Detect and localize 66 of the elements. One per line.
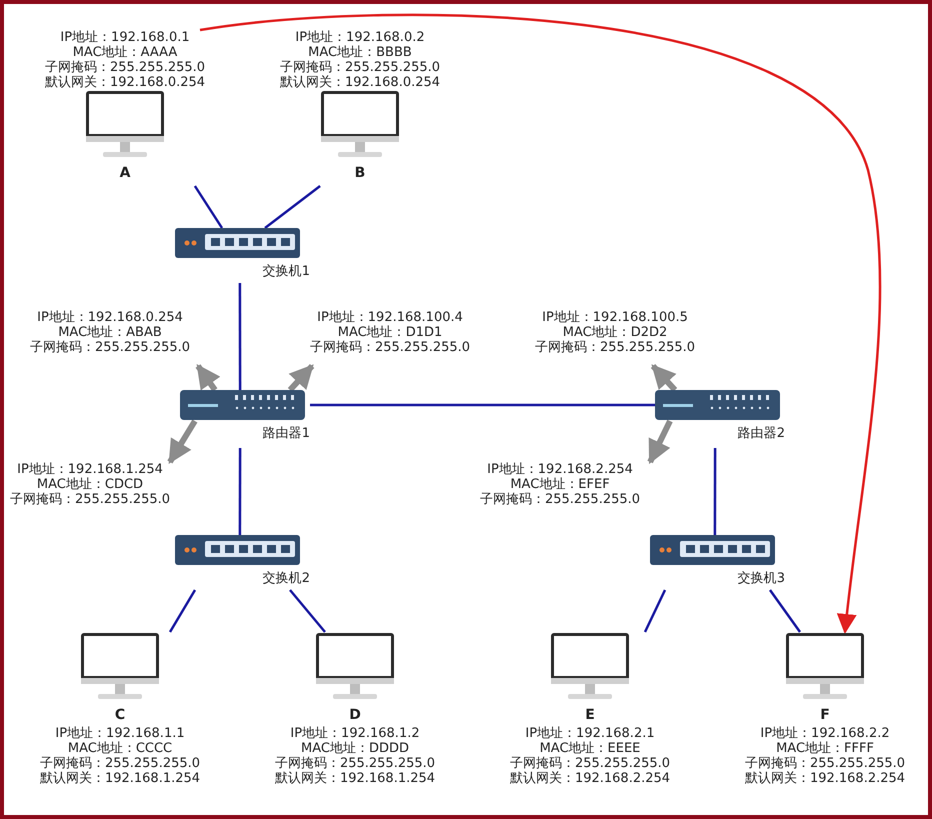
network-setting-text: 默认网关：192.168.2.254 — [744, 771, 906, 786]
network-setting-text: 子网掩码：255.255.255.0 — [480, 492, 640, 507]
network-setting-text: 默认网关：192.168.0.254 — [280, 75, 440, 90]
network-setting-text: IP地址：192.168.0.1 — [60, 30, 190, 45]
connection-line — [768, 589, 802, 633]
connection-line — [194, 185, 224, 229]
network-setting-text: IP地址：192.168.2.254 — [487, 462, 633, 477]
connection-line — [644, 589, 666, 633]
device-label: 交换机1 — [262, 264, 310, 279]
network-setting-text: MAC地址：D1D1 — [338, 325, 442, 340]
network-setting-text: 子网掩码：255.255.255.0 — [310, 340, 470, 355]
arrow — [288, 364, 314, 392]
device-label: 路由器1 — [262, 426, 310, 441]
connection-line — [264, 185, 321, 229]
connection-line — [714, 448, 716, 535]
network-setting-text: 默认网关：192.168.0.254 — [44, 75, 206, 90]
network-setting-text: 默认网关：192.168.1.254 — [40, 771, 200, 786]
device-label: 交换机2 — [262, 571, 310, 586]
network-setting-text: IP地址：192.168.1.254 — [17, 462, 163, 477]
network-setting-text: IP地址：192.168.2.2 — [760, 726, 890, 741]
network-setting-text: IP地址：192.168.1.2 — [290, 726, 420, 741]
network-setting-text: 默认网关：192.168.2.254 — [510, 771, 670, 786]
network-setting-text: MAC地址：EEEE — [540, 741, 640, 756]
network-setting-text: MAC地址：AAAA — [72, 45, 178, 60]
arrow — [647, 420, 673, 464]
arrow — [196, 364, 220, 392]
computer-name: E — [585, 706, 595, 724]
computer-name: F — [820, 706, 830, 724]
network-setting-text: 子网掩码：255.255.255.0 — [30, 340, 190, 355]
network-setting-text: 子网掩码：255.255.255.0 — [10, 492, 170, 507]
network-setting-text: MAC地址：ABAB — [58, 325, 162, 340]
network-setting-text: MAC地址：BBBB — [308, 45, 412, 60]
network-setting-text: IP地址：192.168.0.2 — [295, 30, 425, 45]
computer-name: B — [354, 164, 366, 182]
device-label: 路由器2 — [738, 426, 785, 441]
network-setting-text: MAC地址：CCCC — [68, 741, 172, 756]
network-setting-text: MAC地址：D2D2 — [562, 325, 668, 340]
network-setting-text: 子网掩码：255.255.255.0 — [280, 60, 440, 75]
network-setting-text: MAC地址：FFFF — [776, 741, 874, 756]
network-setting-text: IP地址：192.168.100.4 — [317, 310, 463, 325]
network-setting-text: 默认网关：192.168.1.254 — [274, 771, 436, 786]
network-setting-text: 子网掩码：255.255.255.0 — [44, 60, 206, 75]
network-setting-text: 子网掩码：255.255.255.0 — [274, 756, 436, 771]
network-setting-text: 子网掩码：255.255.255.0 — [534, 340, 696, 355]
network-setting-text: IP地址：192.168.0.254 — [37, 310, 183, 325]
connection-line — [238, 448, 242, 535]
connection-line — [168, 589, 196, 633]
connection-line — [238, 283, 242, 390]
network-setting-text: MAC地址：EFEF — [510, 477, 610, 492]
network-setting-text: IP地址：192.168.100.5 — [542, 310, 688, 325]
network-setting-text: MAC地址：DDDD — [301, 741, 409, 756]
network-setting-text: 子网掩码：255.255.255.0 — [744, 756, 906, 771]
arrow — [650, 364, 678, 392]
connection-line — [289, 589, 326, 633]
network-setting-text: 子网掩码：255.255.255.0 — [40, 756, 200, 771]
computer-name: A — [120, 164, 130, 182]
network-setting-text: 子网掩码：255.255.255.0 — [510, 756, 670, 771]
computer-name: C — [114, 706, 126, 724]
network-setting-text: MAC地址：CDCD — [36, 477, 144, 492]
arrow — [167, 419, 198, 464]
network-setting-text: IP地址：192.168.1.1 — [55, 726, 185, 741]
device-label: 交换机3 — [738, 571, 785, 586]
computer-name: D — [349, 706, 361, 724]
connection-line — [310, 404, 655, 406]
arrow — [200, 14, 882, 634]
network-setting-text: IP地址：192.168.2.1 — [525, 726, 655, 741]
